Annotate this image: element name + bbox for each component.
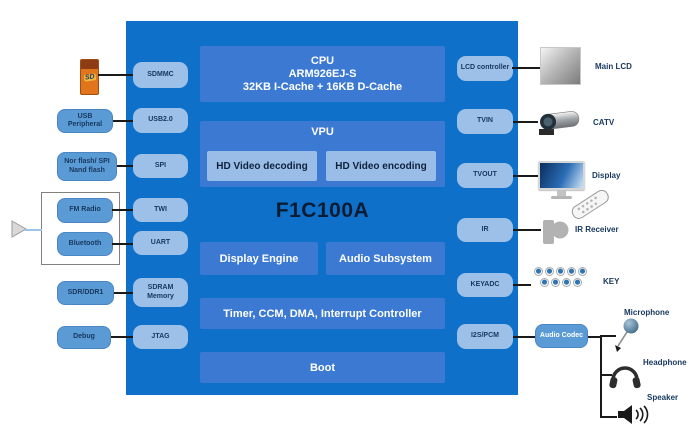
main-lcd-label: Main LCD — [595, 62, 632, 71]
key-button — [573, 278, 582, 287]
port-ir: IR — [457, 218, 513, 242]
connector-line — [513, 175, 538, 177]
display-monitor-base — [551, 196, 572, 199]
speaker-label: Speaker — [647, 393, 679, 402]
key-button — [556, 267, 565, 276]
connector-line — [111, 336, 133, 338]
peripheral-bluetooth: Bluetooth — [57, 232, 113, 256]
display-monitor-stand — [557, 190, 566, 196]
port-keyadc: KEYADC — [457, 273, 513, 297]
port-tvout: TVOUT — [457, 163, 513, 188]
cpu-cache: 32KB I-Cache + 16KB D-Cache — [242, 81, 403, 93]
key-button — [562, 278, 571, 287]
connector-line — [600, 374, 612, 376]
antenna-line — [25, 229, 42, 231]
port-jtag: JTAG — [133, 325, 188, 349]
connector-line — [112, 209, 133, 211]
antenna-icon — [11, 220, 28, 238]
connector-line — [588, 336, 602, 338]
boot-block: Boot — [200, 352, 445, 383]
microphone-label: Microphone — [624, 308, 670, 317]
peripheral-usb: USB Peripheral — [57, 109, 113, 133]
connector-line — [600, 416, 617, 418]
port-i2s-pcm: I2S/PCM — [457, 324, 513, 349]
audio-codec-block: Audio Codec — [535, 324, 588, 348]
microphone-icon — [615, 318, 639, 352]
cctv-camera-icon — [539, 111, 580, 135]
key-button — [567, 267, 576, 276]
port-sdram-memory: SDRAM Memory — [133, 278, 188, 307]
ir-receiver-label: IR Receiver — [575, 225, 619, 234]
system-control-block: Timer, CCM, DMA, Interrupt Controller — [200, 298, 445, 329]
connector-line — [513, 284, 531, 286]
vpu-title: VPU — [311, 126, 334, 138]
port-twi: TWI — [133, 198, 188, 222]
peripheral-nor-flash: Nor flash/ SPI Nand flash — [57, 152, 117, 181]
remote-control-icon — [571, 189, 609, 219]
connector-line — [112, 243, 133, 245]
connector-line — [512, 67, 540, 69]
key-label: KEY — [603, 277, 620, 286]
cpu-block: CPU ARM926EJ-S 32KB I-Cache + 16KB D-Cac… — [200, 46, 445, 102]
connector-line — [117, 165, 133, 167]
connector-line — [513, 229, 541, 231]
port-sdmmc: SDMMC — [133, 62, 188, 88]
headphone-icon — [609, 366, 641, 389]
peripheral-debug: Debug — [57, 326, 111, 349]
connector-line — [600, 335, 602, 418]
port-lcd-controller: LCD controller — [457, 56, 513, 81]
headphone-label: Headphone — [643, 358, 687, 367]
connector-line — [98, 74, 133, 76]
peripheral-sdr-ddr1: SDR/DDR1 — [57, 281, 114, 305]
connector-line — [513, 121, 538, 123]
vpu-encoder-block: HD Video encoding — [326, 151, 436, 181]
connector-line — [513, 336, 535, 338]
key-button — [540, 278, 549, 287]
sd-card-icon: SD — [80, 59, 99, 95]
soc-name: F1C100A — [275, 199, 370, 222]
cpu-subtitle: ARM926EJ-S — [288, 68, 357, 80]
port-tvin: TVIN — [457, 109, 513, 134]
display-label: Display — [592, 171, 621, 180]
cpu-title: CPU — [310, 55, 335, 67]
port-spi: SPI — [133, 154, 188, 178]
port-usb2: USB2.0 — [133, 108, 188, 133]
connector-line — [600, 335, 616, 337]
display-monitor-icon — [538, 161, 585, 190]
key-button — [545, 267, 554, 276]
key-button — [551, 278, 560, 287]
connector-line — [113, 120, 133, 122]
connector-line — [114, 292, 133, 294]
peripheral-fm-radio: FM Radio — [57, 198, 113, 223]
speaker-icon — [618, 405, 649, 424]
catv-label: CATV — [593, 118, 615, 127]
audio-subsystem-block: Audio Subsystem — [326, 242, 445, 275]
ir-receiver-icon — [543, 220, 569, 244]
lcd-panel-icon — [540, 47, 581, 85]
port-uart: UART — [133, 231, 188, 255]
key-button — [534, 267, 543, 276]
key-button — [578, 267, 587, 276]
display-engine-block: Display Engine — [200, 242, 318, 275]
vpu-decoder-block: HD Video decoding — [207, 151, 317, 181]
